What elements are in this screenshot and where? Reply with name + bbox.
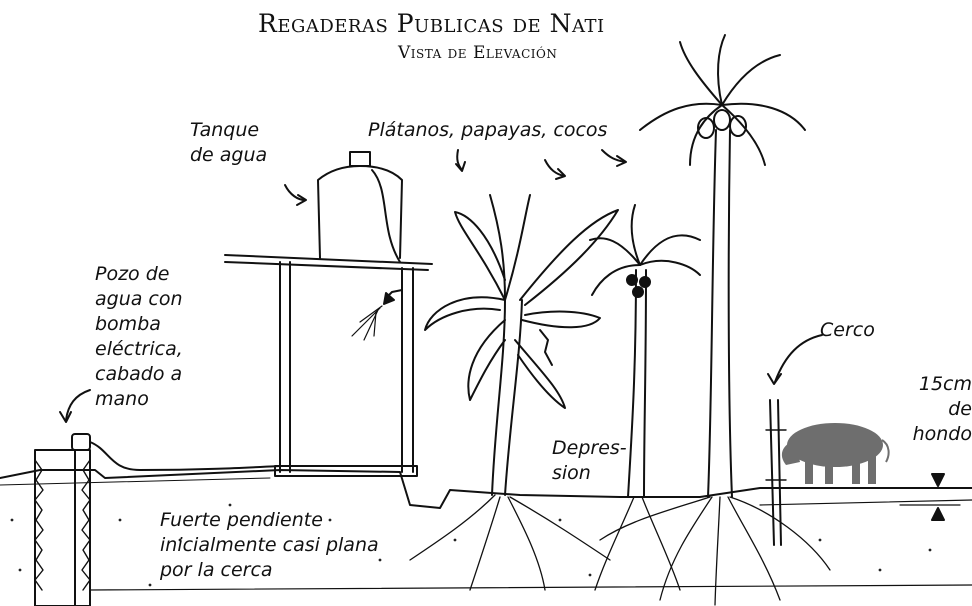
fence-post [765,399,787,546]
water-tank [317,151,403,263]
depression-label: Depres- sion [552,437,627,484]
diagram-subtitle: Vista de Elevación [398,43,558,63]
banana-plant [424,194,619,496]
papaya-tree [589,204,701,498]
diagram-title: Regaderas Publicas de Nati [258,9,605,38]
shower-head [351,289,403,341]
well-label: Pozo de agua con bomba eléctrica, cabado… [95,263,183,410]
fence-label: Cerco [820,319,875,341]
soil-dots [10,503,932,587]
coconut-palm [639,34,806,498]
trees-label: Plátanos, papayas, cocos [368,119,608,141]
ground-line [0,469,972,591]
pointer-arrows [59,149,823,423]
depth-marker [899,473,961,521]
shower-structure [224,254,433,477]
slope-label: Fuerte pendiente inicialmente casi plana… [160,509,379,581]
pig [781,423,890,484]
tank-label: Tanque de agua [190,119,268,166]
well [34,433,281,606]
roots [409,494,831,606]
depth-label: 15cm de hondo [912,373,972,445]
